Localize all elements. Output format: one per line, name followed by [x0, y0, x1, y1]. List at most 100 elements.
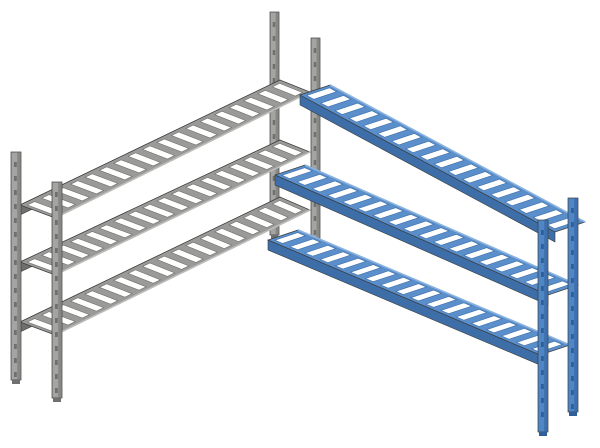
grey-tier-2-slot	[257, 149, 289, 164]
grey-rear-post-hole	[272, 120, 276, 125]
blue-tier-3-slot	[274, 232, 307, 244]
blue-tier-3-slot	[440, 302, 473, 315]
blue-front-post-hole	[541, 370, 544, 375]
blue-tier-3-slot	[364, 270, 397, 283]
blue-tier-2-slot	[356, 200, 390, 213]
grey-tier-2-slot	[127, 210, 162, 225]
grey-front-post-hole	[14, 302, 17, 307]
grey-front-post-2-hole	[55, 276, 58, 281]
grey-rear-post-2-hole	[313, 76, 317, 81]
grey-front-post-2-hole	[55, 192, 58, 197]
blue-rear-post-hole	[571, 376, 574, 381]
grey-rear-post-2-hole	[313, 48, 317, 53]
blue-front-post-hole	[541, 286, 544, 291]
blue-rear-post-hole	[571, 390, 574, 395]
grey-tier-3-slot	[242, 214, 275, 229]
blue-tier-3-slot	[425, 296, 458, 308]
blue-rear-post-hole	[571, 292, 574, 297]
blue-tier-2-slot	[493, 260, 526, 273]
blue-tier-1-slot	[504, 194, 536, 207]
grey-tier-3-slot	[228, 220, 261, 236]
grey-tier-2-slot	[156, 197, 190, 211]
blue-tier-2-slot	[311, 180, 344, 193]
blue-rear-post-hole	[571, 278, 574, 283]
blue-tier-1-back-rim	[329, 84, 586, 223]
grey-rear-post-hole	[272, 190, 276, 195]
grey-front-post-2-shade	[58, 182, 62, 398]
grey-front-post-2-hole	[55, 220, 58, 225]
blue-tier-3-slot	[455, 308, 488, 321]
blue-front-post-hole	[541, 258, 544, 263]
grey-front-post-shade	[17, 152, 21, 380]
grey-tier-2-slot	[170, 190, 204, 205]
grey-rear-post-shade	[275, 12, 279, 235]
grey-tier-3-slot	[156, 255, 190, 270]
grey-tier-3-slot	[141, 262, 176, 277]
blue-rear-post-foot	[569, 412, 577, 416]
blue-front-post-hole	[541, 412, 544, 417]
blue-tier-1-slot	[461, 171, 494, 184]
blue-rear-post-hole	[571, 222, 574, 227]
grey-front-post-2-foot	[53, 398, 61, 402]
grey-tier-1-slot	[257, 89, 289, 104]
grey-tier-3-slot	[98, 283, 133, 298]
grey-rear-post-hole	[272, 134, 276, 139]
grey-rear-post-hole	[272, 78, 276, 83]
grey-tier-1-slot	[199, 117, 233, 132]
grey-front-post-2-hole	[55, 304, 58, 309]
grey-tier-3-slot	[271, 200, 304, 215]
blue-tier-1-slot	[320, 95, 352, 108]
blue-rear-post-hole	[571, 320, 574, 325]
grey-front-post-hole	[14, 176, 17, 181]
grey-tier-1-slot	[156, 138, 190, 153]
blue-tier-2-slot	[402, 220, 435, 233]
blue-tier-2-slot	[372, 207, 405, 219]
blue-tier-2-slot	[447, 240, 481, 253]
grey-front-post-hole	[14, 246, 17, 251]
grey-tier-2-slot	[84, 231, 119, 245]
grey-front-post-hole	[14, 330, 17, 335]
blue-shelving-unit	[267, 84, 586, 436]
grey-rear-post-hole	[272, 50, 276, 55]
grey-rear-post-2-hole	[313, 160, 317, 165]
blue-front-post-shade	[544, 220, 548, 432]
blue-tier-1-slot	[348, 110, 380, 123]
grey-front-post-hole	[14, 204, 17, 209]
blue-front-post-hole	[541, 300, 544, 305]
blue-tier-3-slot	[349, 264, 382, 276]
blue-tier-1-slot	[376, 125, 409, 138]
blue-tier-3-slot	[304, 245, 337, 257]
blue-rear-post-hole	[571, 208, 574, 213]
grey-tier-2-slot	[98, 224, 133, 239]
grey-front-post-2-hole	[55, 234, 58, 239]
blue-tier-1-slot	[419, 148, 451, 161]
grey-tier-2-slot	[213, 170, 247, 184]
blue-tier-1-slot	[334, 102, 366, 115]
blue-rear-post-shade	[574, 198, 578, 412]
grey-tier-1-slot	[98, 166, 133, 181]
blue-tier-1-slot	[433, 156, 465, 169]
blue-front-post-hole	[541, 314, 544, 319]
blue-tier-2-slot	[387, 213, 420, 226]
grey-front-post-2-hole	[55, 360, 58, 365]
grey-tier-2-slot	[141, 204, 176, 218]
grey-tier-3-slot	[185, 241, 218, 256]
blue-tier-3-slot	[394, 283, 428, 295]
grey-front-post-hole	[14, 316, 17, 321]
blue-tier-1-slot	[447, 163, 480, 176]
grey-rear-post-hole	[272, 36, 276, 41]
grey-tier-1-slot	[271, 83, 304, 97]
grey-front-post-hole	[14, 218, 17, 223]
blue-tier-3-slot	[289, 238, 322, 251]
grey-front-post-2-hole	[55, 318, 58, 323]
grey-tier-2-slot	[113, 217, 147, 232]
blue-tier-3-slot	[319, 251, 352, 263]
grey-rear-post-2-hole	[313, 146, 317, 151]
grey-tier-3-slot	[213, 227, 247, 242]
blue-tier-3-slot	[500, 328, 533, 340]
grey-front-post-hole	[14, 190, 17, 195]
blue-tier-2-slot	[341, 193, 374, 206]
blue-rear-post-hole	[571, 250, 574, 255]
blue-tier-1-slot	[362, 117, 395, 131]
blue-front-post-hole	[541, 384, 544, 389]
